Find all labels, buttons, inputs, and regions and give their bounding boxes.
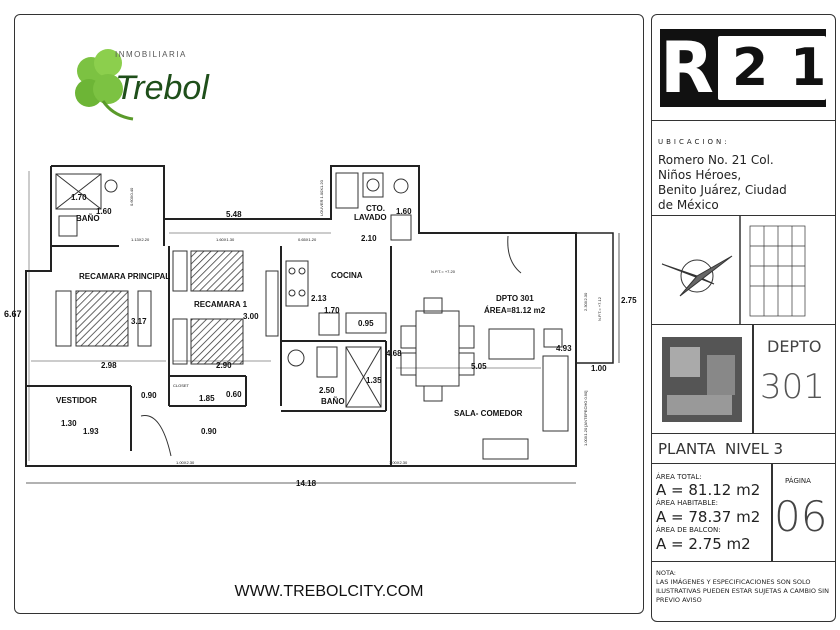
- address-line: Romero No. 21 Col.: [658, 153, 774, 167]
- dimension-label: 3.17: [131, 317, 147, 326]
- pagina-label: PÁGINA: [785, 477, 811, 485]
- dimension-label: 1.30: [61, 419, 77, 428]
- dimension-label: 4.93: [556, 344, 572, 353]
- address-line: Benito Juárez, Ciudad: [658, 183, 787, 197]
- nota-label: NOTA:: [656, 569, 676, 577]
- title-block: R 21 UBICACION: Romero No. 21 Col. Niños…: [651, 14, 836, 622]
- dimension-label: 1.60: [96, 207, 112, 216]
- room-label-closet: CLOSET: [173, 383, 190, 388]
- floor-key-plan-thumbnail: [662, 337, 742, 422]
- window-label: LOUVER 1.00X1.20: [319, 179, 324, 216]
- ubicacion-section: UBICACION: Romero No. 21 Col. Niños Héro…: [652, 121, 835, 216]
- area-balcon-label: ÁREA DE BALCON:: [656, 526, 721, 534]
- room-label-sala-comedor: SALA- COMEDOR: [454, 409, 523, 418]
- window-label: 0.65X1.20: [298, 237, 317, 242]
- dimension-label: 4.68: [386, 349, 402, 358]
- window-label: 1.00X1.20 [ANTEPECHO 0.90]: [583, 391, 588, 446]
- dimension-label: 1.85: [199, 394, 215, 403]
- dimension-label: 2.50: [319, 386, 335, 395]
- planta-section: PLANTA NIVEL 3: [652, 435, 835, 464]
- clover-logo-icon: INMOBILIARIA Trebol: [75, 49, 210, 121]
- level-label: N.P.T.= +7.20: [431, 269, 456, 274]
- planta-nivel: PLANTA NIVEL 3: [658, 440, 784, 458]
- nota-section: NOTA: LAS IMÁGENES Y ESPECIFICACIONES SO…: [656, 569, 832, 605]
- address-line: Niños Héroes,: [658, 168, 742, 182]
- window-label: 1.00X2.30: [389, 460, 408, 465]
- areas-section: ÁREA TOTAL: A = 81.12 m2 ÁREA HABITABLE:…: [652, 464, 835, 562]
- dimension-label: 2.90: [216, 361, 232, 370]
- dimension-label: 0.90: [141, 391, 157, 400]
- room-label-cocina: COCINA: [331, 271, 363, 280]
- dimension-label: 1.60: [396, 207, 412, 216]
- north-compass-icon: [661, 255, 733, 297]
- depto-number: 301: [760, 367, 825, 407]
- dimension-label: 2.75: [621, 296, 637, 305]
- dimension-label: 5.05: [471, 362, 487, 371]
- area-total-value: A = 81.12 m2: [656, 481, 761, 499]
- pagina-number: 06: [774, 492, 828, 541]
- dimension-label-total-depth: 6.67: [4, 309, 22, 319]
- dimension-label: 1.00: [591, 364, 607, 373]
- dimension-label: 2.13: [311, 294, 327, 303]
- compass-section: [652, 216, 835, 325]
- floor-plan-sheet: INMOBILIARIA Trebol: [14, 14, 644, 614]
- address-line: de México: [658, 198, 719, 212]
- window-label: 1.60X1.30: [216, 237, 235, 242]
- room-label-depto: DPTO 301: [496, 294, 534, 303]
- dimension-label: 5.48: [226, 210, 242, 219]
- dimension-label: 14.18: [296, 479, 317, 488]
- website-url[interactable]: WWW.TREBOLCITY.COM: [234, 583, 424, 600]
- depto-section: DEPTO 301: [652, 325, 835, 434]
- depto-label: DEPTO: [767, 337, 822, 356]
- dimension-label: 2.98: [101, 361, 117, 370]
- room-label-recamara-principal: RECAMARA PRINCIPAL: [79, 272, 170, 281]
- logo-r: R: [660, 27, 714, 109]
- dimension-label: 1.70: [324, 306, 340, 315]
- window-label: 2.30X2.30: [583, 292, 588, 311]
- dimension-label: 0.90: [201, 427, 217, 436]
- floor-plan-drawing: BAÑO CTO. LAVADO RECAMARA PRINCIPAL RECA…: [25, 165, 637, 488]
- logo-inmobiliaria-text: INMOBILIARIA: [115, 50, 187, 59]
- nota-text: LAS IMÁGENES Y ESPECIFICACIONES SON SOLO…: [656, 578, 829, 604]
- level-label: N.P.T.= +7.12: [597, 296, 602, 321]
- area-habitable-label: ÁREA HABITABLE:: [656, 499, 719, 507]
- room-label-vestidor: VESTIDOR: [56, 396, 97, 405]
- dimension-label: 1.93: [83, 427, 99, 436]
- inmobiliaria-trebol-logo: INMOBILIARIA Trebol: [63, 41, 223, 121]
- r21-logo-section: R 21: [652, 15, 835, 121]
- dimension-label: 0.95: [358, 319, 374, 328]
- dimension-label: 3.00: [243, 312, 259, 321]
- room-label-lavado: CTO.: [366, 204, 385, 213]
- room-label-bano: BAÑO: [76, 214, 100, 223]
- area-habitable-value: A = 78.37 m2: [656, 508, 761, 526]
- logo-trebol-text: Trebol: [115, 69, 210, 107]
- window-label: 1.00X2.30: [176, 460, 195, 465]
- room-label-lavado-2: LAVADO: [354, 213, 387, 222]
- dimension-label: 1.35: [366, 376, 382, 385]
- r21-logo: R 21: [660, 29, 826, 107]
- room-label-recamara-1: RECAMARA 1: [194, 300, 248, 309]
- room-label-area: ÁREA=81.12 m2: [484, 306, 546, 315]
- window-label: 1.13X2.20: [131, 237, 150, 242]
- area-total-label: ÁREA TOTAL:: [656, 473, 702, 481]
- dimension-label: 1.70: [71, 193, 87, 202]
- area-balcon-value: A = 2.75 m2: [656, 535, 751, 553]
- building-elevation-thumbnail: [749, 225, 806, 317]
- ubicacion-label: UBICACION:: [658, 138, 730, 146]
- room-label-bano-2: BAÑO: [321, 397, 345, 406]
- window-label: 0.60X0.40: [129, 187, 134, 206]
- dimension-label: 2.10: [361, 234, 377, 243]
- dimension-label: 0.60: [226, 390, 242, 399]
- logo-21: 21: [718, 36, 826, 100]
